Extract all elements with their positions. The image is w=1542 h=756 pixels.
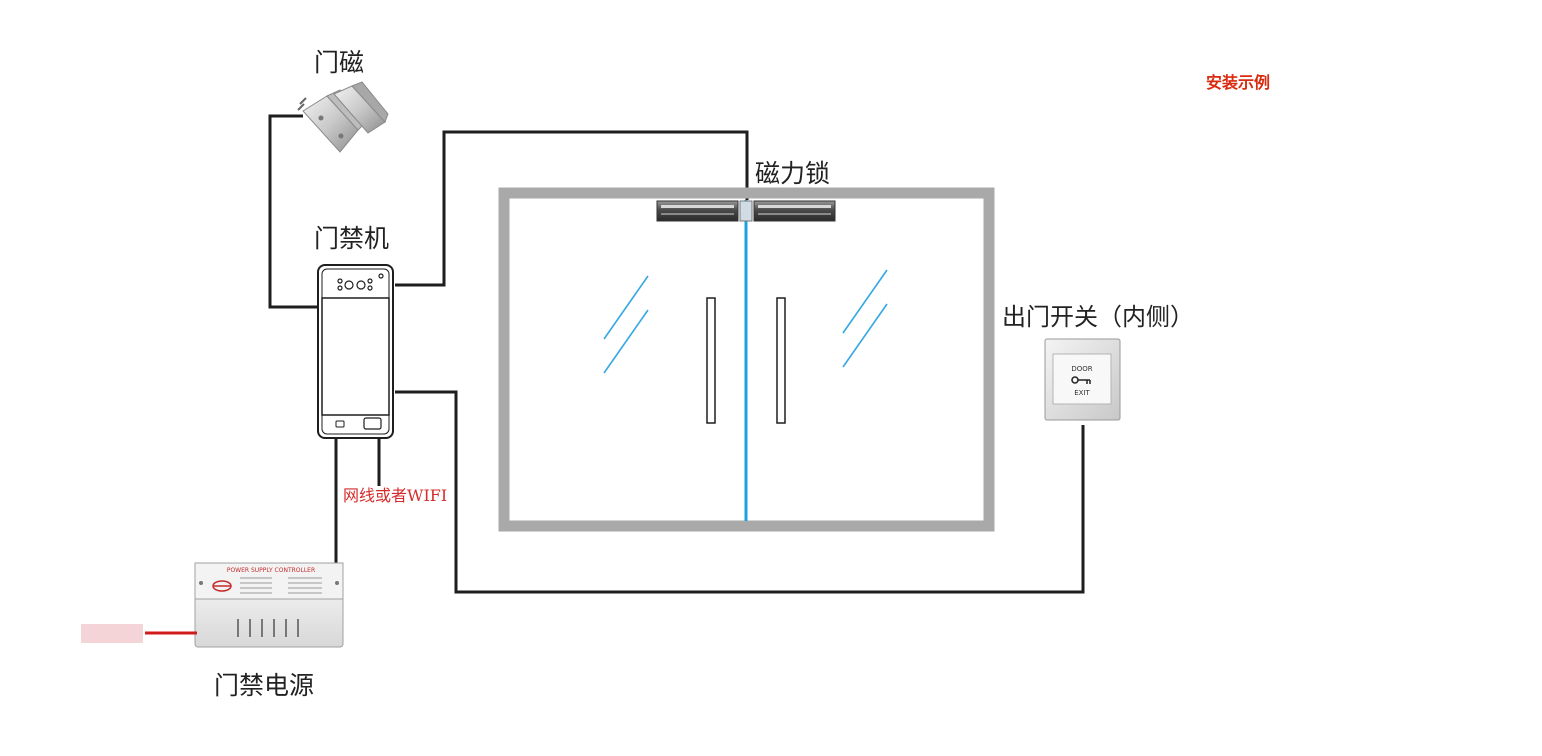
access-controller-label: 门禁机: [314, 224, 389, 253]
wire-exit-switch: [395, 390, 1085, 594]
door-handle-right: [776, 297, 786, 424]
exit-button-text-door: DOOR: [1071, 365, 1092, 373]
exit-button-text-exit: EXIT: [1074, 389, 1090, 397]
wire-door-sensor: [268, 114, 320, 309]
display-screen: [321, 297, 390, 416]
ac-input-blurred: [81, 624, 143, 643]
wires: [268, 114, 1085, 594]
psu-vent-slots: [237, 619, 299, 637]
exit-switch-label: 出门开关（内侧）: [1002, 303, 1194, 331]
door-handle-left: [706, 297, 716, 424]
magnetic-lock-label: 磁力锁: [755, 159, 830, 188]
exit-button-device[interactable]: DOOR EXIT: [1044, 338, 1121, 421]
psu-spec-lines: [240, 577, 322, 594]
door-sensor-label: 门磁: [314, 48, 364, 77]
power-supply-device: POWER SUPPLY CONTROLLER: [194, 562, 344, 648]
psu-brand-logo: [212, 580, 232, 592]
power-supply-label: 门禁电源: [214, 671, 314, 700]
fingerprint-pad-icon: [363, 417, 382, 430]
magnetic-lock-icon: [656, 200, 836, 222]
door-frame: [498, 187, 995, 532]
card-reader-icon: [335, 420, 345, 428]
psu-header-text: POWER SUPPLY CONTROLLER: [227, 567, 315, 574]
glass-reflection-marks: [603, 269, 888, 374]
access-controller-device[interactable]: [317, 264, 394, 439]
wire-mag-lock: [395, 130, 749, 287]
key-icon: [1071, 376, 1091, 384]
network-label: 网线或者WIFI: [343, 486, 447, 505]
page-title: 安装示例: [1206, 73, 1270, 92]
door-sensor-icon: [297, 81, 389, 153]
camera-icon: [337, 273, 384, 291]
